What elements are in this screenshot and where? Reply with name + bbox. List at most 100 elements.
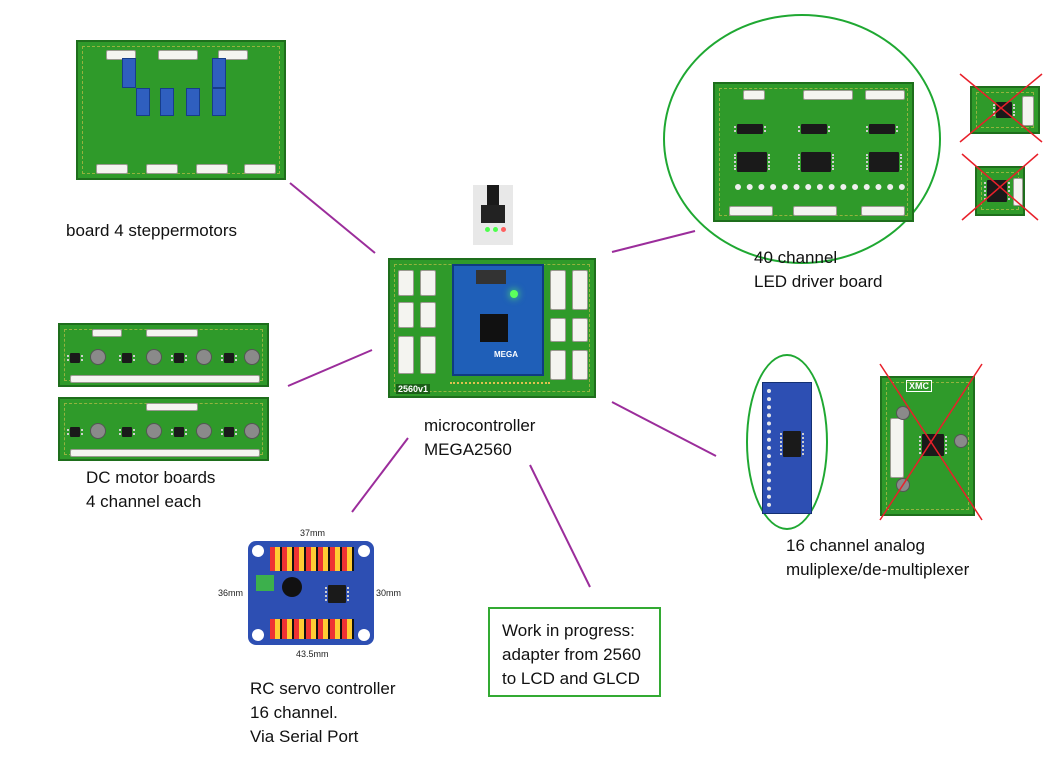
stepper-connector: [196, 164, 228, 174]
servo-label-line3: Via Serial Port: [250, 727, 359, 746]
dc-driver-chip: [221, 427, 237, 437]
led-connector: [861, 206, 905, 216]
servo-controller-board: [248, 541, 374, 645]
line-mux: [611, 401, 717, 457]
led-highlight-oval: [663, 14, 941, 264]
stepper-pot: [212, 58, 226, 88]
stepper-pot: [122, 58, 136, 88]
micro-connector: [398, 336, 414, 374]
servo-chip: [325, 585, 349, 603]
micro-connector: [572, 270, 588, 310]
servo-dim-bottom: 43.5mm: [296, 649, 329, 659]
dc-driver-chip: [67, 353, 83, 363]
led-driver-chip: [866, 152, 902, 172]
dc-driver-chip: [171, 353, 187, 363]
micro-connector: [550, 318, 566, 342]
dc-capacitor: [146, 423, 162, 439]
dc-motor-board-1: [58, 323, 269, 387]
reject-cross-2: [961, 153, 1039, 221]
led-connector: [865, 90, 905, 100]
stepper-label: board 4 steppermotors: [66, 221, 238, 240]
micro-connector: [550, 270, 566, 310]
micro-connector: [572, 350, 588, 380]
stepper-connector: [244, 164, 276, 174]
dc-driver-chip: [221, 353, 237, 363]
mux-highlight-oval: [746, 354, 828, 530]
dc-connector: [70, 449, 260, 457]
micro-connector: [420, 336, 436, 374]
work-in-progress-box: Work in progress: adapter from 2560 to L…: [488, 607, 661, 697]
led-label-line2: LED driver board: [754, 272, 883, 291]
dc-driver-chip: [67, 427, 83, 437]
servo-label-line1: RC servo controller: [250, 679, 396, 698]
dc-label-line1: DC motor boards: [86, 468, 216, 487]
micro-connector: [420, 302, 436, 328]
dc-motor-board-2: [58, 397, 269, 461]
micro-label-line1: microcontroller: [424, 416, 536, 435]
led-driver-board: [713, 82, 914, 222]
reject-cross-1: [959, 73, 1043, 143]
micro-connector: [420, 270, 436, 296]
line-stepper: [289, 182, 376, 254]
board-version-tag: 2560v1: [396, 384, 431, 394]
stepper-connector: [106, 50, 136, 60]
led-connector: [803, 90, 853, 100]
dc-capacitor: [244, 423, 260, 439]
line-dc: [287, 349, 373, 387]
servo-dim-top: 37mm: [300, 528, 326, 538]
line-servo: [351, 437, 409, 513]
dc-connector: [70, 375, 260, 383]
rejected-connector: [890, 418, 904, 478]
wip-line2: adapter from 2560: [502, 645, 641, 664]
usb-connector-icon: [473, 185, 513, 245]
servo-dim-right: 30mm: [376, 588, 402, 598]
mega-chip-label: MEGA: [494, 350, 518, 359]
stepper-board: [76, 40, 286, 180]
dc-capacitor: [244, 349, 260, 365]
stepper-connector: [158, 50, 198, 60]
led-driver-chip: [798, 124, 830, 134]
mega-module: MEGA: [452, 264, 544, 376]
stepper-pot: [212, 88, 226, 116]
led-driver-chip: [798, 152, 834, 172]
rejected-connector: [1013, 178, 1023, 206]
mux-label-line2: muliplexe/de-multiplexer: [786, 560, 970, 579]
led-driver-chip: [734, 124, 766, 134]
stepper-pot: [160, 88, 174, 116]
mux-chip-label: XMC: [906, 380, 932, 392]
servo-label-line2: 16 channel.: [250, 703, 338, 722]
dc-capacitor: [146, 349, 162, 365]
dc-driver-chip: [119, 427, 135, 437]
servo-dim-left: 36mm: [218, 588, 244, 598]
line-wip: [529, 464, 591, 588]
stepper-pot: [186, 88, 200, 116]
wip-line3: to LCD and GLCD: [502, 669, 640, 688]
mega2560-board: MEGA 2560v1: [388, 258, 596, 398]
stepper-pot: [136, 88, 150, 116]
stepper-connector: [218, 50, 248, 60]
led-label-line1: 40 channel: [754, 248, 838, 267]
reject-cross-3: [879, 363, 983, 521]
dc-driver-chip: [171, 427, 187, 437]
micro-connector: [398, 302, 414, 328]
led-connector: [743, 90, 765, 100]
stepper-connector: [146, 164, 178, 174]
micro-connector: [398, 270, 414, 296]
mux-label-line1: 16 channel analog: [786, 536, 925, 555]
dc-capacitor: [90, 423, 106, 439]
led-driver-chip: [866, 124, 898, 134]
dc-capacitor: [196, 349, 212, 365]
rejected-connector: [1022, 96, 1034, 126]
micro-label-line2: MEGA2560: [424, 440, 512, 459]
led-connector: [793, 206, 837, 216]
dc-connector: [146, 403, 198, 411]
dc-driver-chip: [119, 353, 135, 363]
led-driver-chip: [734, 152, 770, 172]
dc-label-line2: 4 channel each: [86, 492, 202, 511]
line-led: [611, 230, 696, 253]
mux-board: [762, 382, 812, 514]
dc-capacitor: [90, 349, 106, 365]
led-connector: [729, 206, 773, 216]
wip-line1: Work in progress:: [502, 621, 635, 640]
dc-capacitor: [196, 423, 212, 439]
